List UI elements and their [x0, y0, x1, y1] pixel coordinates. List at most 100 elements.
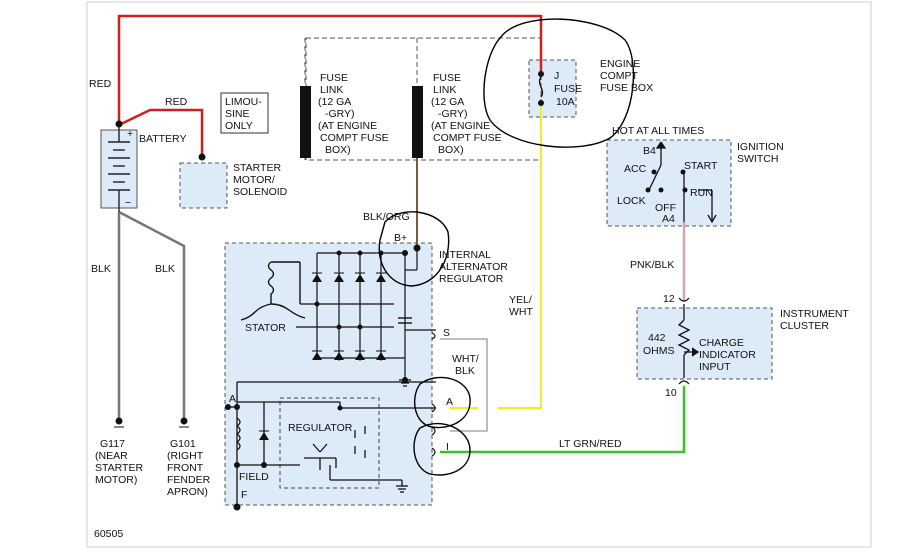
label-pnk-blk: PNK/BLK: [630, 259, 674, 271]
label-blk-left: BLK: [91, 263, 111, 275]
fuse-link-right-line: (12 GA: [431, 96, 464, 108]
fuse-box: [528, 59, 577, 118]
label-starter-2: MOTOR/: [233, 174, 275, 186]
fuse-link-left-line: LINK: [320, 84, 343, 96]
label-yel-wht-1: YEL/: [509, 294, 532, 306]
fuse-link-left-line: (AT ENGINE: [318, 120, 377, 132]
figure-id: 60505: [94, 528, 123, 540]
resistor-symbol: [677, 304, 700, 378]
fuse-link-right-text: FUSE LINK (12 GA -GRY) (AT ENGINE COMPT …: [431, 72, 502, 156]
fuse-link-right-line: BOX): [438, 144, 464, 156]
label-internal-1: INTERNAL: [439, 249, 491, 261]
fuse-link-left-line: BOX): [325, 144, 351, 156]
regulator-transistor: [304, 426, 366, 470]
instrument-cluster-box: [636, 307, 773, 380]
label-pin-10: 10: [665, 387, 677, 399]
annotation-circles: [378, 18, 635, 476]
fuse-link-right-line: COMPT FUSE: [433, 132, 502, 144]
fuse-link-right-line: FUSE: [433, 72, 461, 84]
g117-line: MOTOR): [95, 474, 137, 486]
fuse-link-right-bar: [412, 86, 423, 158]
g117-text: G117 (NEAR STARTER MOTOR): [95, 438, 143, 486]
label-fuse-rating: 10A: [556, 96, 575, 108]
g117-line: (NEAR: [95, 450, 128, 462]
label-ign-off: OFF: [655, 202, 676, 214]
label-battery: BATTERY: [139, 133, 186, 145]
fuse-link-right-line: (AT ENGINE: [431, 120, 490, 132]
ign-acc-contact: [651, 169, 657, 175]
label-blk-org: BLK/ORG: [363, 211, 410, 223]
label-fuse-name: FUSE: [554, 83, 582, 95]
fuse-link-left-text: FUSE LINK (12 GA -GRY) (AT ENGINE COMPT …: [318, 72, 389, 156]
ign-lock-contact: [645, 187, 651, 193]
yel-wht-wire: [498, 103, 542, 409]
red-wire-battery-to-starter: [118, 108, 204, 157]
label-fuse-box-1: ENGINE: [600, 58, 640, 70]
g101-line: (RIGHT: [167, 450, 204, 462]
label-ohms-value: 442: [648, 332, 666, 344]
limousine-only-box: [220, 92, 269, 134]
label-pin-12: 12: [663, 293, 675, 305]
fuse-link-left-line: -GRY): [325, 108, 355, 120]
label-limo-2: SINE: [225, 108, 250, 120]
label-starter-3: SOLENOID: [233, 186, 288, 198]
label-fuse-box-3: FUSE BOX: [600, 82, 653, 94]
blk-wire-g101: [118, 210, 186, 420]
label-ign-lock: LOCK: [617, 195, 646, 207]
g117-line: STARTER: [95, 462, 143, 474]
stator-windings: [240, 261, 306, 321]
label-charge-3: INPUT: [699, 361, 731, 373]
label-field: FIELD: [239, 471, 269, 483]
connector-10: [678, 380, 690, 385]
regulator-box: [279, 397, 380, 489]
label-term-f: F: [241, 489, 247, 501]
label-fuse-j: J: [554, 70, 559, 82]
label-term-a-left: A: [229, 393, 236, 405]
fuse-link-left-line: (12 GA: [318, 96, 351, 108]
label-blk-right: BLK: [155, 263, 175, 275]
fuse-link-left-line: COMPT FUSE: [320, 132, 389, 144]
battery-symbol: [108, 123, 130, 212]
ignition-switch-symbol: [648, 141, 717, 224]
connector-12: [678, 297, 690, 302]
label-ignition-2: SWITCH: [737, 153, 778, 165]
label-term-s: S: [443, 327, 450, 339]
label-ign-run: RUN: [690, 187, 713, 199]
label-regulator: REGULATOR: [288, 422, 353, 434]
capacitor-symbol: [398, 317, 412, 324]
label-internal-2: ALTERNATOR: [439, 261, 508, 273]
fuse-link-left-bar: [300, 86, 311, 158]
label-b-plus: B+: [394, 232, 407, 244]
field-diode: [259, 432, 269, 440]
label-ign-acc: ACC: [624, 163, 647, 175]
label-red-starter: RED: [165, 96, 188, 108]
label-limo-3: ONLY: [225, 120, 253, 132]
g101-text: G101 (RIGHT FRONT FENDER APRON): [167, 438, 211, 498]
label-ign-a4: A4: [662, 213, 675, 225]
ign-start-contact: [680, 169, 686, 175]
label-fuse-box-2: COMPT: [600, 70, 639, 82]
fuse-symbol: [538, 71, 544, 106]
wht-blk-wire: [440, 338, 488, 432]
label-hot-at-all-times: HOT AT ALL TIMES: [612, 125, 704, 137]
starter-node: [198, 153, 206, 161]
label-limo-1: LIMOU-: [225, 96, 262, 108]
battery-positive-node: [115, 120, 123, 128]
red-wire-battery-to-fuse: [117, 14, 543, 123]
alternator-box: [224, 242, 433, 506]
starter-solenoid-box: [179, 162, 228, 209]
ground-g101: [180, 417, 188, 425]
ign-run-contact: [682, 187, 688, 193]
ign-off-contact: [658, 187, 664, 193]
label-charge-1: CHARGE: [699, 337, 744, 349]
g101-line: APRON): [167, 486, 208, 498]
fuse-link-left-line: FUSE: [320, 72, 348, 84]
label-internal-3: REGULATOR: [439, 273, 504, 285]
label-term-i: I: [446, 441, 449, 453]
label-red-top: RED: [89, 78, 112, 90]
fuse-link-right-line: -GRY): [438, 108, 468, 120]
label-starter-1: STARTER: [233, 162, 281, 174]
fuse-link-right-line: LINK: [433, 84, 456, 96]
